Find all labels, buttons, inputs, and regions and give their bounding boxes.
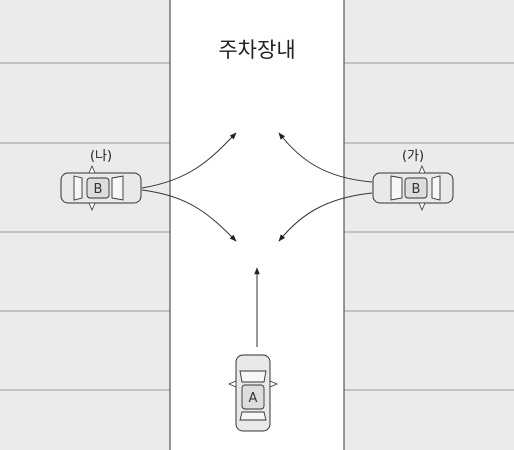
car-b-right-tag: (가) [402, 149, 424, 164]
car-b-left: B [60, 164, 142, 212]
stall-lines-right [344, 62, 514, 391]
car-b-right-letter: B [412, 182, 421, 197]
car-a: A [227, 354, 279, 432]
parking-area-right [344, 0, 514, 450]
car-b-left-tag: (나) [90, 149, 112, 164]
car-b-left-letter: B [94, 182, 103, 197]
arrows-from-right-car [278, 132, 373, 242]
car-a-letter: A [249, 391, 258, 406]
arrows-from-left-car [141, 132, 237, 242]
stall-lines-left [0, 62, 170, 391]
parking-area-left [0, 0, 170, 450]
car-b-right: B [372, 164, 454, 212]
diagram-title: 주차장내 [218, 38, 295, 62]
